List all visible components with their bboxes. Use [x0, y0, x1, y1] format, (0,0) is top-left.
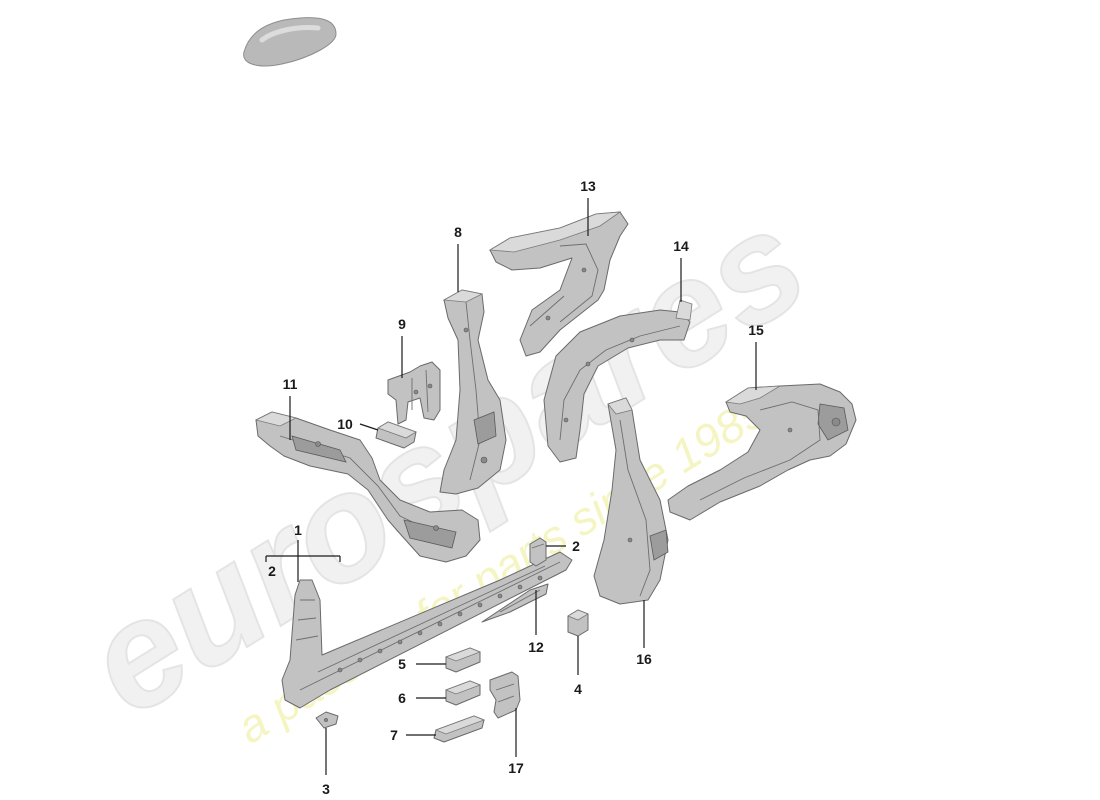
- callout-labels: 1 2 2 3 4 5 6 7 8 9 10 11 12 13 14 15 16…: [268, 178, 764, 797]
- callout-5: 5: [398, 656, 406, 672]
- callout-12: 12: [528, 639, 544, 655]
- callout-2-right: 2: [572, 538, 580, 554]
- vehicle-thumbnail-icon: [243, 17, 337, 67]
- callout-1: 1: [294, 522, 302, 538]
- part-7-block: [433, 715, 486, 743]
- part-16-c-pillar: [593, 397, 669, 605]
- callout-10: 10: [337, 416, 353, 432]
- part-15-quarter-extension: [667, 383, 857, 521]
- callout-6: 6: [398, 690, 406, 706]
- part-17-bracket: [489, 671, 521, 719]
- part-12-gusset: [481, 583, 549, 623]
- callout-4: 4: [574, 681, 582, 697]
- callout-8: 8: [454, 224, 462, 240]
- callout-14: 14: [673, 238, 689, 254]
- callout-13: 13: [580, 178, 596, 194]
- part-1-side-sill: [281, 551, 573, 709]
- callout-9: 9: [398, 316, 406, 332]
- part-14-wheel-arch: [543, 299, 693, 463]
- part-2-bracket: [529, 537, 547, 567]
- part-5-block: [444, 647, 482, 673]
- callout-2-left: 2: [268, 563, 276, 579]
- callout-7: 7: [390, 727, 398, 743]
- part-10-block: [375, 421, 417, 449]
- part-3-bracket: [315, 711, 339, 729]
- callout-15: 15: [748, 322, 764, 338]
- part-8-b-pillar: [439, 289, 507, 495]
- part-6-block: [444, 680, 482, 706]
- part-9-bracket: [387, 361, 441, 425]
- watermark: eurospares a passion for parts since 198…: [57, 175, 834, 753]
- part-11-cross-member: [254, 411, 481, 563]
- callout-3: 3: [322, 781, 330, 797]
- callout-17: 17: [508, 760, 524, 776]
- leader-lines: [265, 198, 757, 775]
- leader-10: [359, 423, 379, 431]
- part-4-cap: [567, 609, 589, 637]
- callout-11: 11: [283, 376, 298, 392]
- callout-16: 16: [636, 651, 652, 667]
